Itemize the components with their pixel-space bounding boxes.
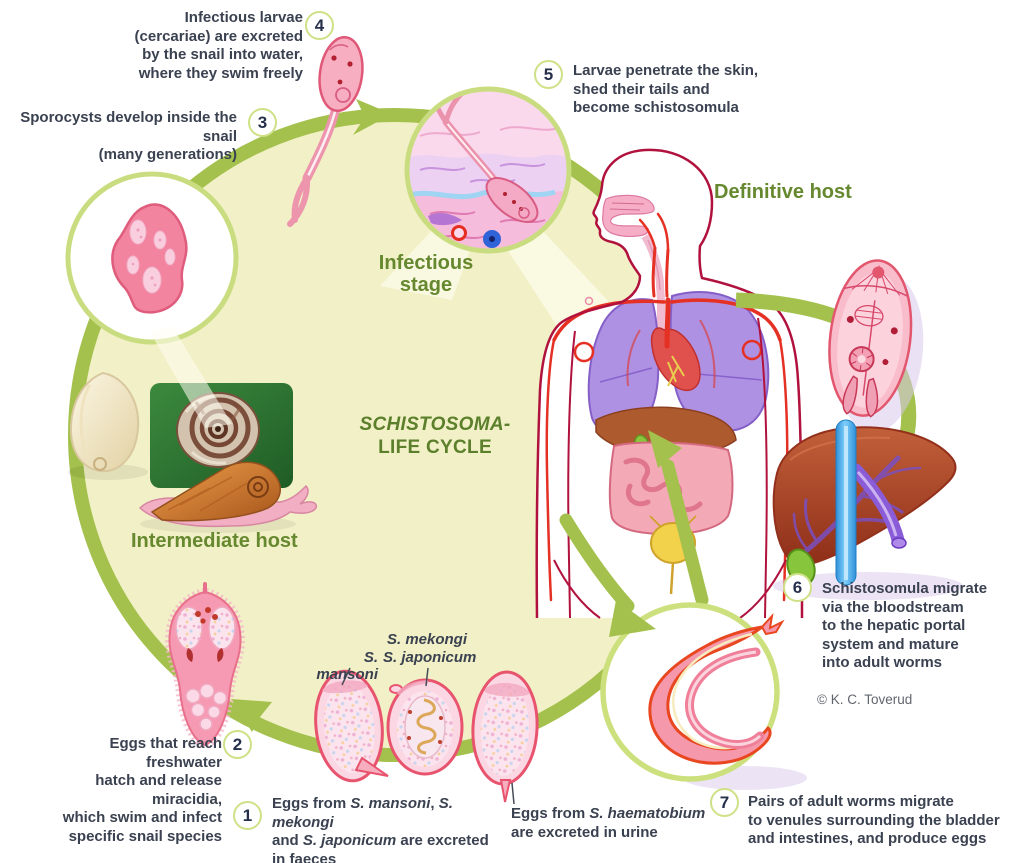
step4-number: 4 — [305, 11, 334, 40]
step4-caption: Infectious larvae (cercariae) are excret… — [134, 9, 303, 82]
step3-caption: Sporocysts develop inside the snail (man… — [20, 109, 237, 164]
step5-number: 5 — [534, 60, 563, 89]
liver-illustration — [772, 419, 963, 600]
step5-caption: Larvae penetrate the skin, shed their ta… — [573, 62, 759, 117]
paired-worms-inset — [600, 602, 807, 790]
adult-worm-illustration — [828, 259, 924, 433]
schistosome-eggs — [314, 667, 539, 805]
skin-penetration-inset — [404, 86, 572, 254]
ring-arrow-bottom-left — [231, 699, 272, 732]
egg-terminal-spine — [499, 779, 512, 803]
egg-s-mansoni — [314, 669, 384, 783]
egg-s-haematobium — [471, 670, 539, 786]
arrow-to-worm-circle — [559, 513, 656, 637]
step1-caption: Eggs from S. mansoni, S. mekongi and S. … — [272, 795, 489, 863]
haematobium-caption: Eggs from S. haematobium are excreted in… — [511, 805, 706, 841]
step7-caption: Pairs of adult worms migrate to venules … — [748, 793, 1000, 848]
step2-caption: Eggs that reach freshwater hatch and rel… — [62, 735, 222, 845]
intermediate-host-snails — [68, 326, 318, 533]
sporocyst-inset — [65, 171, 239, 345]
human-figure — [535, 148, 804, 619]
ring-arrow-top — [353, 99, 392, 135]
infectious-stage-label: Infectious stage — [378, 252, 474, 297]
egg-label-mansoni: S. mansoni — [316, 649, 378, 683]
step6-caption: Schistosomula migrate via the bloodstrea… — [822, 580, 988, 672]
egg-label-japonicum: S. japonicum — [383, 649, 477, 666]
egg-label-mekongi: S. mekongi — [387, 631, 468, 648]
egg-lateral-spine — [354, 756, 389, 777]
definitive-host-label: Definitive host — [714, 181, 852, 203]
male-worm — [648, 625, 772, 765]
beam-to-snail — [150, 326, 232, 428]
step6-number: 6 — [783, 573, 812, 602]
step7-number: 7 — [710, 788, 739, 817]
step3-number: 3 — [248, 108, 277, 137]
intermediate-host-label: Intermediate host — [131, 530, 298, 552]
step1-number: 1 — [233, 801, 262, 830]
credit-line: © K. C. Toverud — [817, 692, 913, 707]
step2-number: 2 — [223, 730, 252, 759]
diagram-title: SCHISTOSOMA- LIFE CYCLE — [359, 414, 511, 458]
egg-label-leader-lines — [341, 667, 515, 805]
egg-s-mekongi-japonicum — [386, 678, 464, 776]
orange-snail — [138, 461, 318, 528]
arrow-to-abdomen — [648, 430, 709, 607]
cercaria-larva — [287, 35, 364, 227]
miracidium-larva — [164, 582, 246, 750]
